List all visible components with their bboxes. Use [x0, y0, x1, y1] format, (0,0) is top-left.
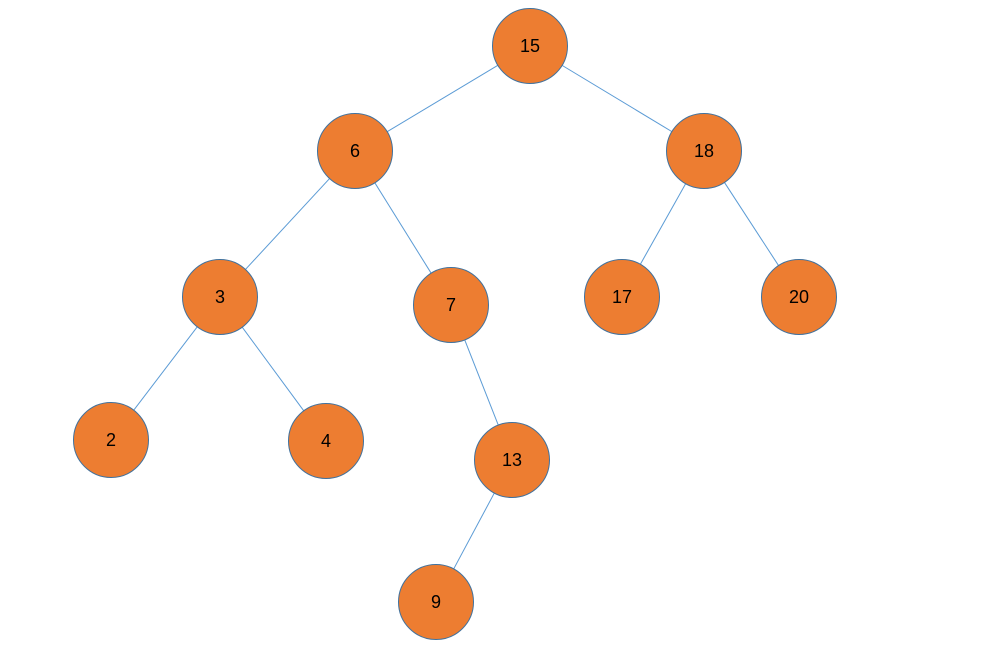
node-label: 7 [446, 295, 456, 315]
edge-15-6 [386, 64, 499, 133]
node-circle [761, 259, 837, 335]
edge-13-9 [453, 492, 495, 570]
node-label: 6 [350, 141, 360, 161]
edge-6-3 [245, 178, 330, 270]
node-label: 17 [612, 287, 632, 307]
tree-node-9: 9 [398, 564, 474, 640]
edge-15-18 [561, 64, 673, 133]
node-label: 4 [321, 431, 331, 451]
tree-nodes: 15 6 18 3 7 17 20 2 4 13 9 [73, 8, 837, 640]
node-circle [584, 259, 660, 335]
node-circle [474, 422, 550, 498]
node-circle [73, 402, 149, 478]
tree-node-18: 18 [666, 113, 742, 189]
node-circle [413, 267, 489, 343]
tree-node-17: 17 [584, 259, 660, 335]
node-label: 3 [215, 287, 225, 307]
tree-node-2: 2 [73, 402, 149, 478]
tree-node-6: 6 [317, 113, 393, 189]
edge-3-2 [133, 326, 198, 411]
node-circle [492, 8, 568, 84]
edge-3-4 [241, 326, 305, 412]
edge-7-13 [464, 339, 499, 426]
node-label: 13 [502, 450, 522, 470]
node-circle [182, 259, 258, 335]
tree-node-7: 7 [413, 267, 489, 343]
node-label: 20 [789, 287, 809, 307]
edge-18-17 [639, 183, 687, 265]
tree-node-13: 13 [474, 422, 550, 498]
node-label: 18 [694, 141, 714, 161]
node-circle [666, 113, 742, 189]
tree-node-3: 3 [182, 259, 258, 335]
node-label: 15 [520, 36, 540, 56]
node-label: 9 [431, 592, 441, 612]
tree-node-4: 4 [288, 403, 364, 479]
tree-node-15: 15 [492, 8, 568, 84]
node-circle [398, 564, 474, 640]
node-circle [288, 403, 364, 479]
node-circle [317, 113, 393, 189]
edge-6-7 [374, 182, 432, 274]
tree-edges [133, 64, 779, 570]
node-label: 2 [106, 430, 116, 450]
edge-18-20 [724, 182, 779, 266]
tree-node-20: 20 [761, 259, 837, 335]
